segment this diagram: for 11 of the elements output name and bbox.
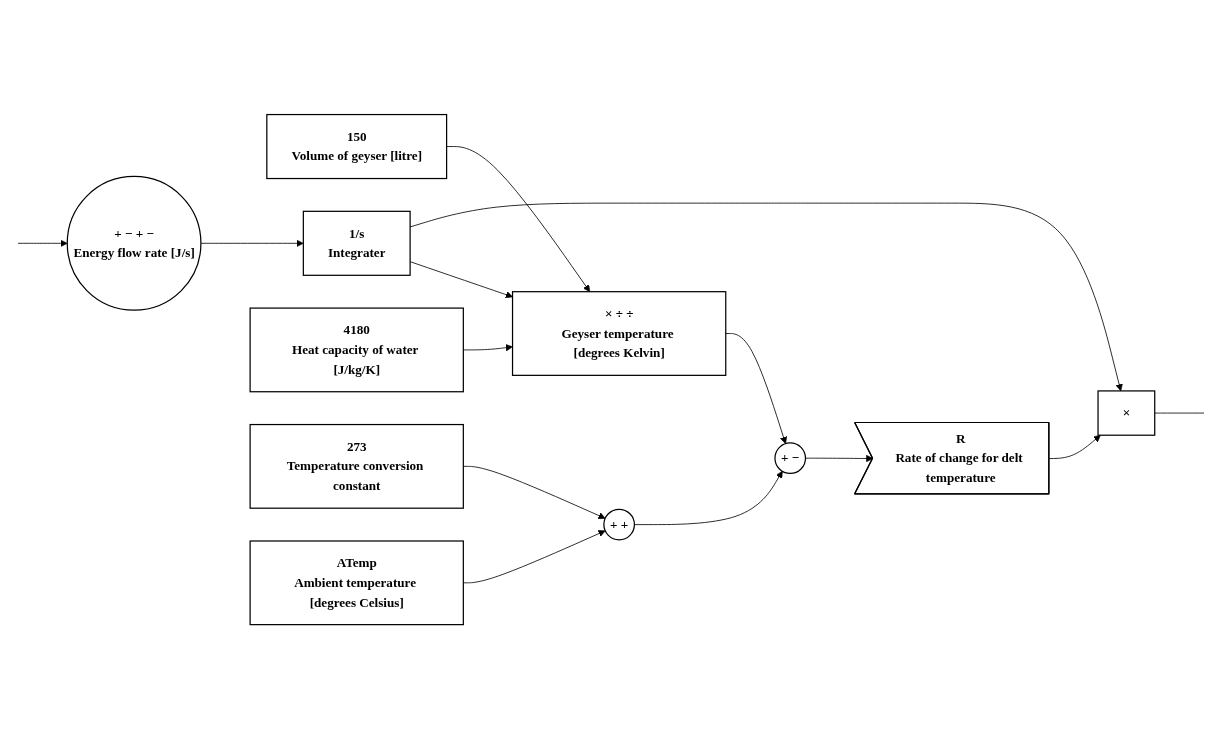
node-box: × ÷ ÷ Geyser temperature [degrees Kelvin]	[511, 291, 727, 377]
connector	[1154, 413, 1205, 414]
node-circle: + −	[774, 442, 807, 475]
node-box: ×	[1097, 390, 1156, 437]
node-box: 1/s Integrater	[302, 211, 411, 277]
node-box: ATemp Ambient temperature [degrees Celsius]	[249, 540, 464, 626]
node-box: 4180 Heat capacity of water [J/kg/K]	[249, 307, 464, 393]
node-circle: + − + − Energy flow rate [J/s]	[66, 176, 202, 312]
node-circle: + +	[603, 509, 636, 541]
node-box: 150 Volume of geyser [litre]	[266, 114, 448, 180]
node-box: 273 Temperature conversion constant	[249, 424, 464, 510]
